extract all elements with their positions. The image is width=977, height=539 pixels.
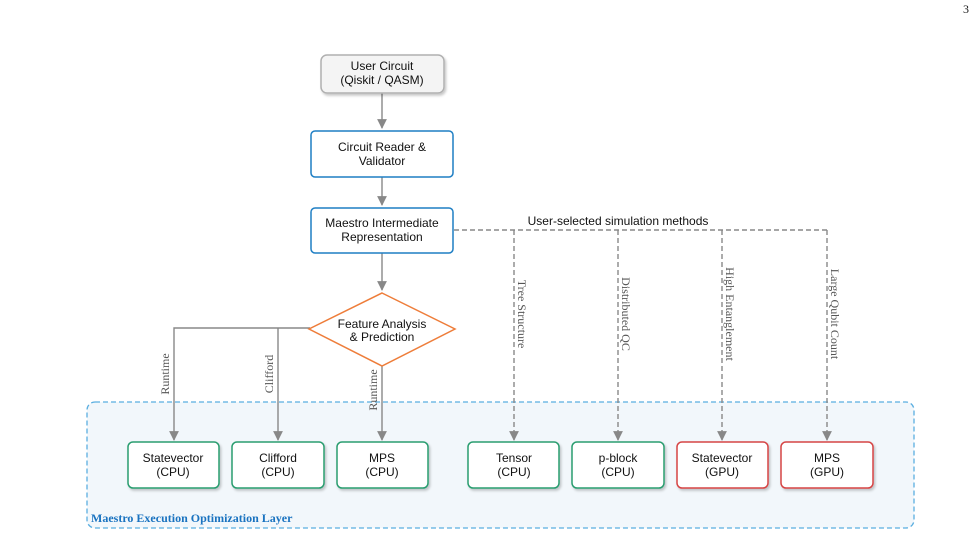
edge-feature-to-statevector-cpu — [169, 327, 310, 441]
feature-analysis-node: Feature Analysis & Prediction — [307, 292, 457, 367]
user-circuit-line1: User Circuit — [351, 59, 414, 73]
ir-line2: Representation — [341, 230, 422, 244]
backend-label-line2: (CPU) — [261, 465, 294, 479]
intermediate-representation-node: Maestro Intermediate Representation — [310, 207, 454, 254]
ir-line1: Maestro Intermediate — [325, 216, 439, 230]
backend-label-line2: (CPU) — [601, 465, 634, 479]
backend-label-line2: (CPU) — [497, 465, 530, 479]
backend-label-line1: Statevector — [143, 451, 204, 465]
backend-tensor-cpu: Tensor (CPU) — [467, 441, 560, 489]
backend-label-line2: (CPU) — [156, 465, 189, 479]
execution-layer-label: Maestro Execution Optimization Layer — [91, 511, 293, 525]
backend-clifford-cpu: Clifford (CPU) — [231, 441, 325, 489]
edge-label-high-entanglement: High Entanglement — [723, 267, 737, 361]
edge-label-distributed-qc: Distributed QC — [619, 277, 633, 351]
circuit-reader-line2: Validator — [359, 154, 405, 168]
backend-statevector-cpu: Statevector (CPU) — [127, 441, 220, 489]
backend-label-line1: Tensor — [496, 451, 532, 465]
backend-mps-cpu: MPS (CPU) — [336, 441, 429, 489]
backend-label-line1: MPS — [814, 451, 840, 465]
backend-label-line1: p-block — [599, 451, 639, 465]
edge-label-runtime-2: Runtime — [366, 369, 380, 410]
circuit-reader-line1: Circuit Reader & — [338, 140, 426, 154]
backend-statevector-gpu: Statevector (GPU) — [676, 441, 769, 489]
backend-label-line2: (GPU) — [705, 465, 739, 479]
user-circuit-line2: (Qiskit / QASM) — [340, 73, 423, 87]
edge-label-tree-structure: Tree Structure — [515, 280, 529, 349]
backend-label-line2: (CPU) — [365, 465, 398, 479]
edge-label-large-qubit-count: Large Qubit Count — [828, 269, 842, 360]
circuit-reader-node: Circuit Reader & Validator — [310, 130, 454, 178]
backend-pblock-cpu: p-block (CPU) — [571, 441, 665, 489]
user-selected-label: User-selected simulation methods — [528, 214, 709, 228]
page-number: 3 — [963, 2, 969, 16]
backend-mps-gpu: MPS (GPU) — [780, 441, 874, 489]
backend-label-line2: (GPU) — [810, 465, 844, 479]
backend-label-line1: Statevector — [692, 451, 753, 465]
backend-label-line1: Clifford — [259, 451, 297, 465]
edge-label-clifford: Clifford — [262, 355, 276, 393]
feature-analysis-line2: & Prediction — [350, 330, 415, 344]
backend-label-line1: MPS — [369, 451, 395, 465]
feature-analysis-line1: Feature Analysis — [338, 317, 427, 331]
user-circuit-node: User Circuit (Qiskit / QASM) — [320, 54, 445, 94]
edge-label-runtime-1: Runtime — [158, 353, 172, 394]
